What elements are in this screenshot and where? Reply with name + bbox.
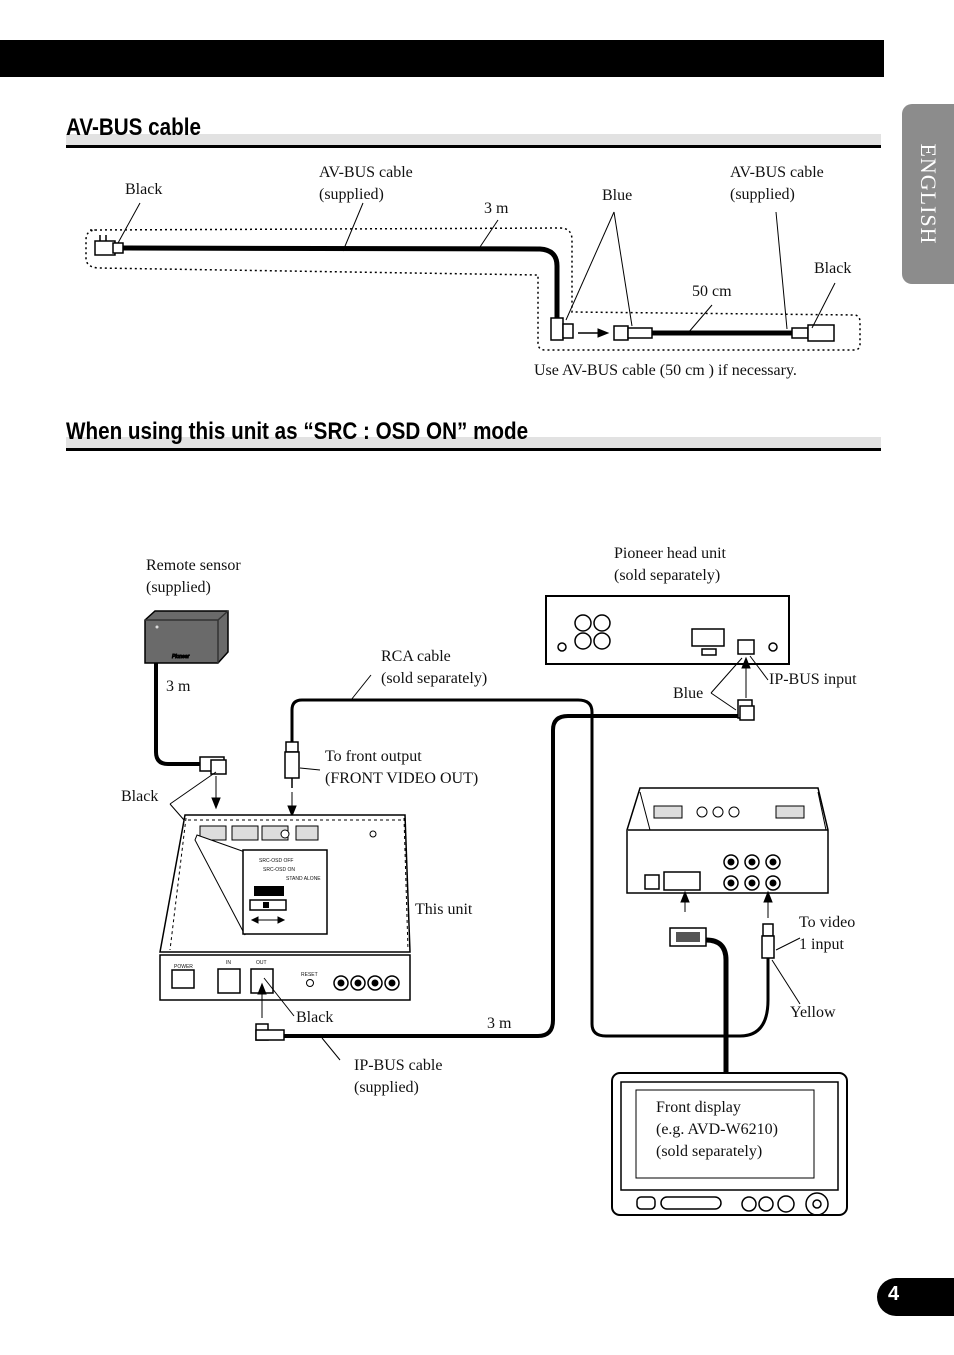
- osd-diagram: Pioneer: [144, 595, 848, 1216]
- switch-opt-src-osd-on: SRC-OSD ON: [263, 867, 295, 873]
- label-black-right: Black: [814, 260, 852, 277]
- label-avbus-cable-right: AV-BUS cable (supplied): [730, 164, 824, 203]
- switch-opt-stand-alone: STAND ALONE: [286, 876, 321, 882]
- label-ipbus-cable: IP-BUS cable (supplied): [354, 1057, 443, 1096]
- label-to-video-1-input: To video 1 input: [799, 914, 856, 953]
- label-black-ipbus: Black: [296, 1009, 334, 1026]
- label-pioneer-head-unit: Pioneer head unit (sold separately): [614, 545, 726, 584]
- section-bar-osd-mode: [66, 437, 881, 451]
- language-tab: ENGLISH: [902, 104, 954, 284]
- label-remote-3m: 3 m: [166, 678, 191, 695]
- label-blue: Blue: [602, 187, 633, 204]
- panel-label-power: POWER: [174, 964, 193, 970]
- label-length-50cm: 50 cm: [692, 283, 732, 300]
- panel-label-out: OUT: [256, 960, 267, 966]
- label-black-remote: Black: [121, 788, 159, 805]
- label-this-unit: This unit: [415, 901, 473, 918]
- label-ipbus-3m: 3 m: [487, 1015, 512, 1032]
- label-yellow: Yellow: [790, 1004, 836, 1021]
- avbus-diagram: [85, 202, 861, 351]
- label-blue-ipbus: Blue: [673, 685, 704, 702]
- page-number: 4: [888, 1283, 900, 1305]
- label-length-3m: 3 m: [484, 200, 509, 217]
- label-to-front-output: To front output (FRONT VIDEO OUT): [325, 748, 479, 787]
- label-avbus-cable-left: AV-BUS cable (supplied): [319, 164, 413, 203]
- heading-avbus-cable: AV-BUS cable: [66, 114, 201, 141]
- switch-opt-src-osd-off: SRC-OSD OFF: [259, 858, 293, 864]
- panel-label-reset: RESET: [301, 972, 318, 978]
- section-bar-avbus: [66, 134, 881, 148]
- svg-text:Pioneer: Pioneer: [172, 654, 190, 660]
- label-black-left: Black: [125, 181, 163, 198]
- label-front-display: Front display (e.g. AVD-W6210) (sold sep…: [656, 1099, 778, 1160]
- heading-osd-mode: When using this unit as “SRC : OSD ON” m…: [66, 418, 529, 445]
- page-number-badge: 4: [877, 1278, 954, 1316]
- label-ipbus-input: IP-BUS input: [769, 671, 857, 688]
- top-black-bar: [0, 40, 884, 77]
- panel-label-in: IN: [226, 960, 231, 966]
- label-rca-cable: RCA cable (sold separately): [381, 648, 488, 687]
- note-use-avbus-50cm: Use AV-BUS cable (50 cm ) if necessary.: [534, 362, 797, 379]
- label-remote-sensor: Remote sensor (supplied): [146, 557, 241, 596]
